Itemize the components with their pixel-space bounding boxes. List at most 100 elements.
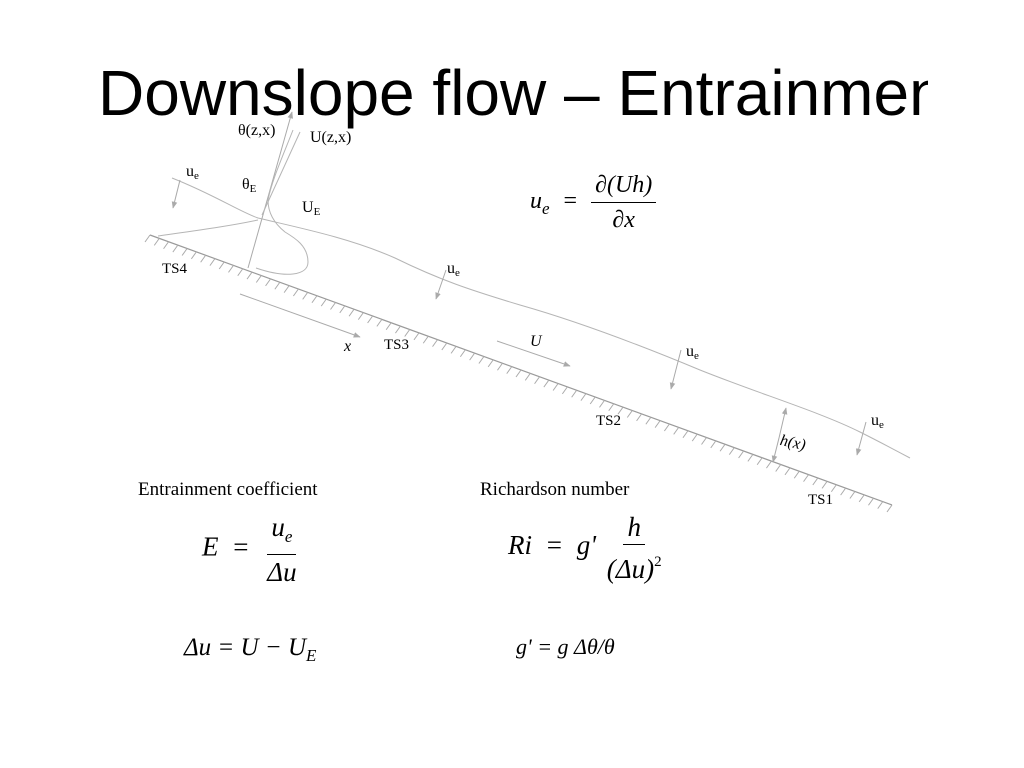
hatch-mark bbox=[766, 460, 772, 469]
hatch-mark bbox=[515, 369, 522, 378]
hatch-mark bbox=[153, 238, 160, 246]
richardson-caption: Richardson number bbox=[480, 479, 630, 500]
hatch-mark bbox=[357, 312, 364, 320]
hatch-mark bbox=[636, 413, 642, 422]
hatch-mark bbox=[265, 278, 271, 287]
richardson-equation: Ri = g' h(Δu)2 bbox=[508, 512, 662, 584]
hatch-mark bbox=[691, 433, 698, 442]
thickness-arrow bbox=[771, 437, 780, 463]
hatch-mark bbox=[756, 457, 763, 466]
hatch-mark bbox=[292, 288, 299, 297]
entrainment-label: ue bbox=[447, 260, 460, 279]
entrainment-label: ue bbox=[186, 163, 199, 182]
slope-surface bbox=[144, 234, 893, 513]
velocity-profile-label: U(z,x) bbox=[310, 129, 352, 146]
hatch-mark bbox=[710, 440, 717, 449]
hatch-mark bbox=[645, 416, 652, 425]
velocity-profile-curve bbox=[255, 129, 309, 275]
hatch-mark bbox=[218, 261, 225, 270]
hatch-mark bbox=[348, 308, 355, 317]
hatch-mark bbox=[181, 248, 188, 256]
hatch-mark bbox=[821, 481, 828, 489]
theta-profile-label: θ(z,x) bbox=[238, 122, 276, 139]
hatch-mark bbox=[608, 403, 615, 412]
hatch-mark bbox=[571, 389, 578, 398]
hatch-mark bbox=[840, 487, 847, 496]
hatch-mark bbox=[506, 366, 513, 374]
entrainment-label: ue bbox=[871, 412, 884, 431]
x-axis-label: x bbox=[344, 338, 352, 355]
ts4-label: TS4 bbox=[162, 261, 188, 277]
hatch-mark bbox=[682, 430, 689, 439]
hatch-mark bbox=[524, 373, 531, 381]
hatch-mark bbox=[626, 410, 633, 418]
hatch-mark bbox=[580, 393, 587, 401]
g-prime-equation: g' = g Δθ/θ bbox=[516, 634, 615, 659]
hatch-mark bbox=[599, 400, 605, 408]
ts1-label: TS1 bbox=[808, 492, 834, 508]
flow-arrow bbox=[496, 340, 571, 367]
hatch-mark bbox=[803, 474, 809, 482]
z-axis-label: z bbox=[285, 96, 292, 113]
hatch-mark bbox=[320, 298, 327, 307]
hatch-mark bbox=[144, 234, 151, 243]
hatch-mark bbox=[246, 271, 253, 280]
hatch-mark bbox=[422, 335, 429, 344]
current-top-boundary bbox=[171, 177, 911, 459]
hatch-mark bbox=[877, 501, 884, 509]
hatch-mark bbox=[561, 386, 568, 395]
hatch-mark bbox=[663, 423, 670, 432]
hatch-mark bbox=[617, 406, 624, 415]
theta-e-label: θE bbox=[242, 176, 257, 195]
hatch-mark bbox=[654, 420, 661, 428]
z-axis-arrow bbox=[247, 111, 293, 269]
hatch-mark bbox=[385, 322, 392, 331]
ue-definition-equation: ue = ∂(Uh)∂x bbox=[530, 170, 657, 235]
entrainment-label: ue bbox=[686, 343, 699, 362]
hatch-mark bbox=[404, 329, 411, 337]
hatch-mark bbox=[552, 383, 559, 391]
hatch-mark bbox=[367, 315, 374, 324]
x-axis-arrow bbox=[239, 293, 361, 338]
hatch-mark bbox=[589, 396, 596, 405]
hatch-mark bbox=[747, 454, 754, 462]
u-e-upper-label: UE bbox=[302, 199, 321, 218]
hatch-mark bbox=[413, 332, 420, 341]
entrainment-arrow bbox=[855, 421, 867, 456]
hatch-mark bbox=[701, 437, 707, 445]
hatch-mark bbox=[497, 362, 503, 371]
flow-u-label: U bbox=[530, 333, 542, 350]
hatch-mark bbox=[163, 241, 169, 250]
hatch-mark bbox=[339, 305, 346, 314]
hatch-mark bbox=[255, 275, 262, 283]
hatch-mark bbox=[302, 292, 309, 300]
hatch-mark bbox=[283, 285, 290, 293]
hatch-mark bbox=[858, 494, 865, 503]
hatch-mark bbox=[830, 484, 837, 493]
hatch-mark bbox=[209, 258, 216, 266]
hatch-mark bbox=[330, 302, 336, 310]
hatch-mark bbox=[441, 342, 448, 351]
hatch-mark bbox=[311, 295, 318, 304]
hatch-mark bbox=[784, 467, 791, 476]
hatch-mark bbox=[200, 254, 207, 263]
hatch-mark bbox=[719, 443, 726, 452]
slide-title: Downslope flow – Entrainment bbox=[98, 57, 928, 129]
hatch-mark bbox=[487, 359, 494, 368]
hatch-mark bbox=[849, 491, 856, 499]
delta-u-equation: Δu = U − UE bbox=[184, 634, 317, 665]
ts3-label: TS3 bbox=[384, 337, 410, 353]
hatch-mark bbox=[376, 319, 383, 327]
thickness-arrow bbox=[778, 407, 788, 439]
hatch-mark bbox=[812, 477, 819, 486]
hatch-mark bbox=[450, 346, 457, 354]
hatch-mark bbox=[172, 244, 179, 253]
hatch-mark bbox=[673, 427, 680, 435]
hatch-mark bbox=[738, 450, 745, 459]
hatch-mark bbox=[886, 504, 893, 513]
hatch-mark bbox=[228, 265, 234, 273]
hatch-mark bbox=[478, 356, 485, 364]
current-head-lower bbox=[157, 219, 259, 237]
